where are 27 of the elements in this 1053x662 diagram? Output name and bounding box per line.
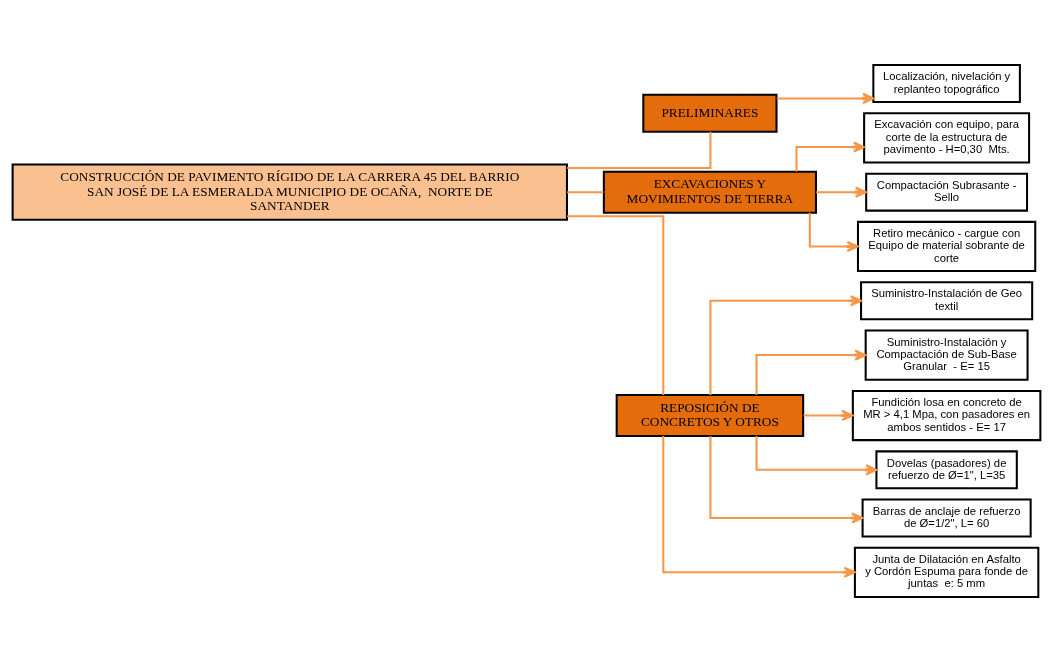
node-box: EXCAVACIONES Y MOVIMIENTOS DE TIERRA xyxy=(602,170,817,214)
node-box: Suministro-Instalación y Compactación de Sub-Base Granular - E= 15 xyxy=(864,329,1029,381)
arrow xyxy=(755,436,878,476)
arrow xyxy=(803,409,854,422)
arrow xyxy=(816,186,867,198)
node-box: Excavación con equipo, para corte de la estructura de pavimento - H=0,30 Mts. xyxy=(863,112,1031,164)
node-box: Barras de anclaje de refuerzo de Ø=1/2", L= 60 xyxy=(861,498,1032,538)
node-box: Fundición losa en concreto de MR > 4,1 Mpa, con pasadores en ambos sentidos - E= 17 xyxy=(851,389,1042,442)
node-box: Retiro mecánico - cargue con Equipo de material sobrante de corte xyxy=(856,220,1037,273)
connector xyxy=(567,131,712,170)
arrow xyxy=(795,141,866,172)
node-box: Compactación Subrasante - Sello xyxy=(865,172,1029,212)
connector xyxy=(567,191,604,194)
arrow xyxy=(776,92,875,105)
node-box: Dovelas (pasadores) de refuerzo de Ø=1", L=35 xyxy=(875,450,1018,490)
arrow xyxy=(755,349,867,395)
arrow xyxy=(709,295,863,395)
node-box: Junta de Dilatación en Asfalto y Cordón Espuma para fonde de juntas e: 5 mm xyxy=(853,546,1040,598)
node-box: Localización, nivelación y replanteo topográfico xyxy=(872,64,1021,103)
connector xyxy=(567,215,665,395)
arrow xyxy=(662,436,856,578)
node-box: Suministro-Instalación de Geo textil xyxy=(860,281,1034,321)
arrow xyxy=(709,436,864,524)
node-box: PRELIMINARES xyxy=(642,93,778,133)
node-box: REPOSICIÓN DE CONCRETOS Y OTROS xyxy=(615,394,805,438)
arrow xyxy=(808,212,859,253)
node-box: CONSTRUCCIÓN DE PAVIMENTO RÍGIDO DE LA CARRERA 45 DEL BARRIO SAN JOSÉ DE LA ESMERALDA MUNICIPIO DE OCAÑA, NORTE DE SANTANDER xyxy=(11,163,568,221)
